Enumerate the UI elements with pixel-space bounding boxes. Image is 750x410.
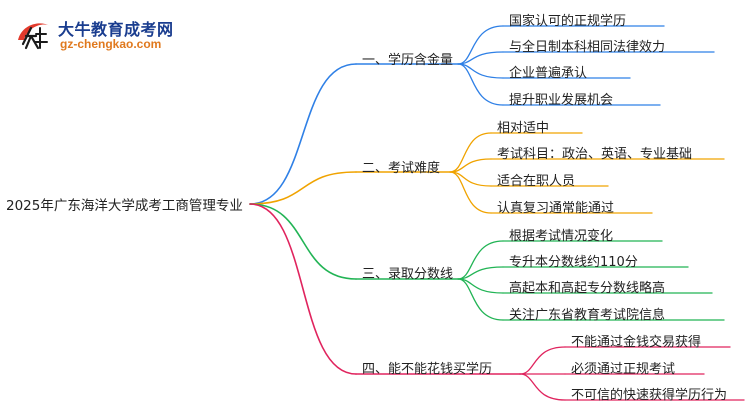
- leaf-buy-credential-2[interactable]: 必须通过正规考试: [571, 362, 676, 377]
- branch-leaf-connector: [519, 373, 566, 401]
- branch-leaf-connector: [457, 240, 504, 280]
- branch-leaf-connector: [457, 63, 504, 106]
- root-branch-connector: [249, 63, 357, 205]
- logo-mark-icon: [18, 23, 50, 50]
- leaf-buy-credential-3[interactable]: 不可信的快速获得学历行为: [571, 388, 728, 403]
- leaf-exam-difficulty-1[interactable]: 相对适中: [497, 121, 550, 136]
- leaf-buy-credential-1[interactable]: 不能通过金钱交易获得: [571, 335, 702, 350]
- branch-leaf-connector: [457, 25, 504, 65]
- leaf-credential-value-3[interactable]: 企业普遍承认: [509, 66, 588, 81]
- logo-url: gz-chengkao.com: [60, 37, 162, 51]
- branch-buy-credential[interactable]: 四、能不能花钱买学历: [362, 362, 493, 377]
- leaf-exam-difficulty-4[interactable]: 认真复习通常能通过: [497, 201, 615, 216]
- leaf-admission-score-3[interactable]: 高起本和高起专分数线略高: [509, 281, 666, 296]
- leaf-admission-score-2[interactable]: 专升本分数线约110分: [509, 255, 638, 270]
- root-branch-connector: [249, 171, 357, 205]
- leaf-admission-score-4[interactable]: 关注广东省教育考试院信息: [509, 308, 666, 323]
- branch-leaf-connector: [457, 266, 504, 280]
- leaf-exam-difficulty-3[interactable]: 适合在职人员: [497, 174, 576, 189]
- branch-leaf-connector: [519, 346, 566, 375]
- branch-leaf-connector: [449, 132, 492, 173]
- logo-name: 大牛教育成考网: [58, 20, 174, 39]
- site-logo[interactable]: 大牛教育成考网 gz-chengkao.com: [14, 14, 234, 54]
- leaf-exam-difficulty-2[interactable]: 考试科目：政治、英语、专业基础: [497, 147, 693, 162]
- branch-leaf-connector: [457, 278, 504, 321]
- branch-credential-value[interactable]: 一、学历含金量: [362, 53, 454, 68]
- branch-leaf-connector: [449, 171, 492, 214]
- branch-leaf-connector: [457, 63, 504, 79]
- branch-leaf-connector: [457, 51, 504, 65]
- leaf-credential-value-2[interactable]: 与全日制本科相同法律效力: [509, 40, 666, 55]
- leaf-credential-value-1[interactable]: 国家认可的正规学历: [509, 14, 627, 29]
- leaf-credential-value-4[interactable]: 提升职业发展机会: [509, 93, 614, 108]
- leaf-admission-score-1[interactable]: 根据考试情况变化: [509, 229, 614, 244]
- root-topic[interactable]: 2025年广东海洋大学成考工商管理专业: [6, 198, 243, 214]
- root-branch-connector: [249, 203, 357, 375]
- root-branch-connector: [249, 203, 357, 280]
- branch-admission-score[interactable]: 三、录取分数线: [362, 267, 454, 282]
- branch-exam-difficulty[interactable]: 二、考试难度: [362, 161, 441, 176]
- branch-leaf-connector: [457, 278, 504, 294]
